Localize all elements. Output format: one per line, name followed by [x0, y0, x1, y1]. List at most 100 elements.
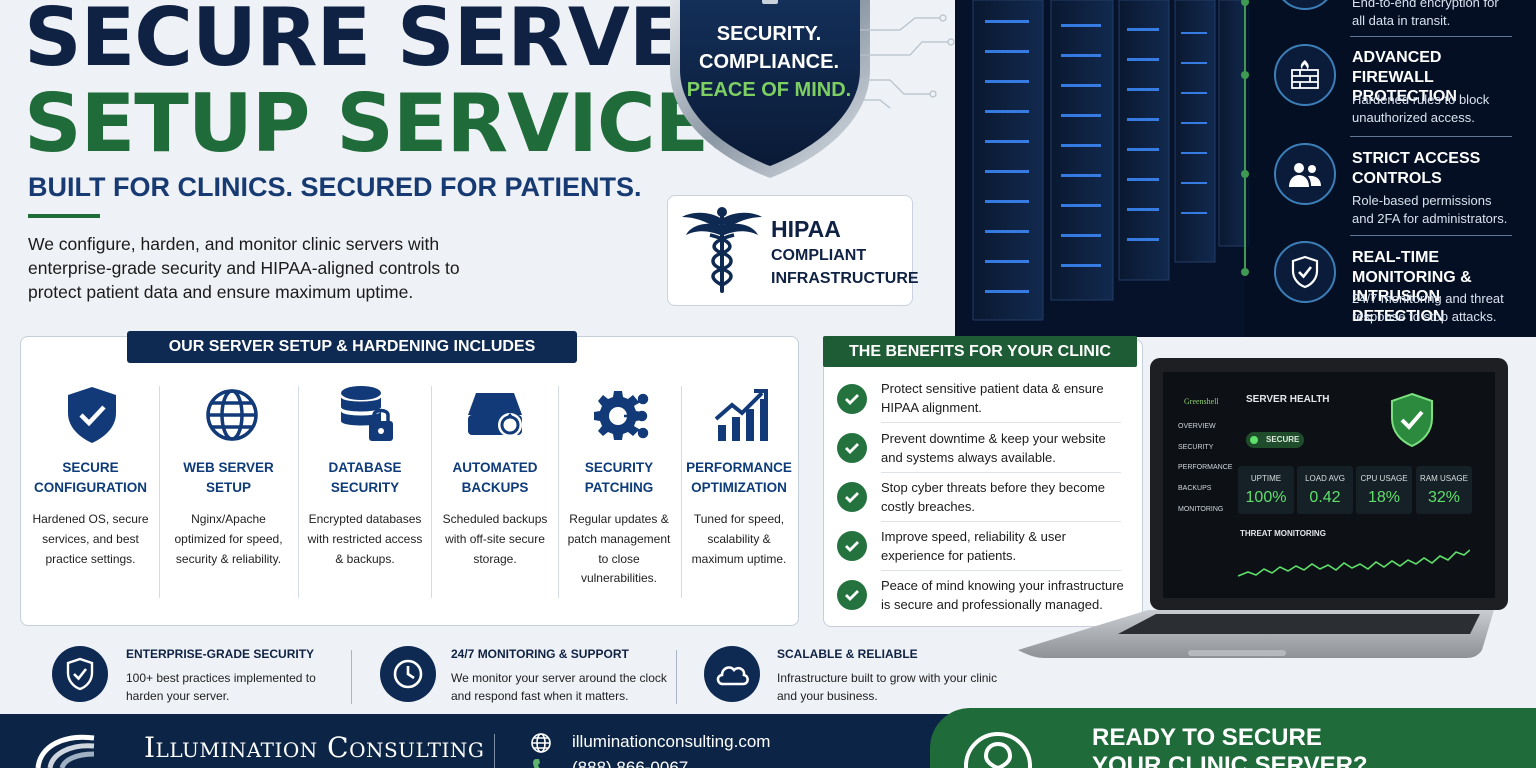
shield-check-icon: [68, 387, 116, 443]
dashboard-nav-overview[interactable]: OVERVIEW: [1178, 423, 1216, 430]
dashboard-nav-security[interactable]: SECURITY: [1178, 444, 1214, 451]
users-icon: [1274, 143, 1336, 205]
tagline-underline: [28, 214, 100, 218]
metric-value: 100%: [1245, 489, 1287, 506]
database-lock-icon: [341, 386, 393, 441]
metric-label: RAM USAGE: [1419, 474, 1468, 483]
title-line-2: SETUP SERVICES: [24, 77, 766, 170]
status-badge: [1246, 432, 1304, 448]
service-title-database: DATABASE SECURITY: [328, 460, 402, 496]
threat-chart-title: THREAT MONITORING: [1240, 529, 1326, 538]
check-icon: [837, 482, 867, 512]
backup-drive-icon: [468, 393, 522, 437]
highlight-title-monitoring: 24/7 MONITORING & SUPPORT: [451, 647, 629, 661]
metric-card-ram: [1416, 466, 1472, 514]
benefit-separator: [881, 570, 1121, 571]
company-name: Illumination Consulting: [144, 731, 485, 764]
phone-icon: [533, 759, 545, 768]
shield-line-1: SECURITY.: [716, 23, 822, 45]
tagline: BUILT FOR CLINICS. SECURED FOR PATIENTS.: [28, 172, 642, 202]
cta-line-2[interactable]: YOUR CLINIC SERVER?: [1092, 752, 1368, 768]
metric-value: 18%: [1367, 489, 1401, 506]
circuit-lines: [860, 14, 955, 109]
column-divider: [681, 386, 682, 598]
highlight-divider: [351, 650, 352, 704]
intro-paragraph: We configure, harden, and monitor clinic…: [28, 234, 460, 303]
benefits-banner: THE BENEFITS FOR YOUR CLINIC: [823, 336, 1137, 367]
benefit-separator: [881, 472, 1121, 473]
timeline-dot: [1241, 268, 1249, 276]
services-banner: OUR SERVER SETUP & HARDENING INCLUDES: [127, 331, 577, 363]
highlight-desc-monitoring: We monitor your server around the clock …: [451, 671, 667, 703]
globe-icon: [206, 389, 258, 441]
status-dot: [1250, 436, 1258, 444]
feature-desc-firewall: Hardened rules to block unauthorized acc…: [1352, 92, 1490, 125]
highlight-title-security: ENTERPRISE-GRADE SECURITY: [126, 647, 315, 661]
service-title-patching: SECURITY PATCHING: [584, 460, 654, 496]
column-divider: [558, 386, 559, 598]
timeline-dot: [1241, 170, 1249, 178]
feature-title-access: STRICT ACCESS CONTROLS: [1352, 150, 1481, 187]
dashboard-nav-monitoring[interactable]: MONITORING: [1178, 506, 1224, 513]
dashboard-nav-performance[interactable]: PERFORMANCE: [1178, 464, 1233, 471]
column-divider: [298, 386, 299, 598]
feature-desc-encryption: End-to-end encryption for all data in tr…: [1352, 0, 1499, 28]
service-desc-secure-config: Hardened OS, secure services, and best p…: [32, 512, 149, 566]
metric-card-cpu: [1356, 466, 1412, 514]
service-title-backups: AUTOMATED BACKUPS: [452, 460, 538, 496]
title-line-1: SECURE SERVER: [24, 0, 744, 84]
service-desc-backups: Scheduled backups with off-site secure s…: [442, 512, 548, 566]
metric-card-uptime: [1238, 466, 1294, 514]
check-icon: [837, 433, 867, 463]
benefit-separator: [881, 422, 1121, 423]
highlight-desc-scalable: Infrastructure built to grow with your c…: [777, 671, 998, 703]
status-label: SECURE: [1266, 435, 1300, 444]
features-timeline: [1244, 0, 1246, 275]
laptop-base: [1018, 610, 1494, 658]
hipaa-subtitle-1: COMPLIANT: [771, 247, 867, 264]
metric-value: 32%: [1427, 489, 1461, 506]
metric-label: UPTIME: [1250, 474, 1282, 483]
check-icon: [837, 580, 867, 610]
service-desc-performance: Tuned for speed, scalability & maximum u…: [691, 512, 787, 566]
feature-separator: [1350, 235, 1512, 236]
shield-line-2: COMPLIANCE.: [699, 51, 839, 73]
highlight-title-scalable: SCALABLE & RELIABLE: [777, 647, 918, 661]
hipaa-title: HIPAA: [771, 216, 841, 242]
service-title-performance: PERFORMANCE OPTIMIZATION: [686, 460, 792, 496]
clock-icon: [380, 646, 436, 702]
services-box: [20, 336, 799, 626]
highlight-divider: [676, 650, 677, 704]
dashboard-nav-backups[interactable]: BACKUPS: [1178, 485, 1212, 492]
footer-divider: [494, 734, 495, 768]
feature-separator: [1350, 136, 1512, 137]
feature-title-firewall: ADVANCED FIREWALL PROTECTION: [1352, 49, 1457, 106]
phone-number[interactable]: (888) 866-0067: [572, 758, 689, 768]
timeline-dot: [1241, 0, 1249, 6]
shield-check-icon: [1391, 392, 1433, 448]
caduceus-icon: [682, 207, 762, 293]
service-desc-database: Encrypted databases with restricted acce…: [307, 512, 423, 566]
threat-line-chart: [1238, 549, 1470, 577]
service-title-secure-config: SECURE CONFIGURATION: [34, 460, 147, 496]
benefit-separator: [881, 521, 1121, 522]
metric-label: LOAD AVG: [1305, 474, 1345, 483]
location-pin-icon: [964, 732, 1032, 768]
cloud-icon: [704, 646, 760, 702]
feature-title-monitoring: REAL-TIME MONITORING & INTRUSION DETECTI…: [1352, 249, 1472, 326]
service-desc-web-server: Nginx/Apache optimized for speed, securi…: [174, 512, 283, 566]
shield-check-icon: [1274, 241, 1336, 303]
shield-line-3: PEACE OF MIND.: [686, 79, 852, 101]
cta-line-1[interactable]: READY TO SECURE: [1092, 724, 1322, 751]
website-link[interactable]: illuminationconsulting.com: [572, 732, 771, 751]
feature-separator: [1350, 36, 1512, 37]
shield-check-icon: [52, 646, 108, 702]
security-shield-icon: [670, 0, 870, 178]
benefit-item: Stop cyber threats before they become co…: [881, 480, 1106, 514]
hipaa-subtitle-2: INFRASTRUCTURE: [771, 270, 919, 287]
column-divider: [159, 386, 160, 598]
metric-label: CPU USAGE: [1360, 474, 1408, 483]
firewall-icon: [1274, 44, 1336, 106]
dashboard-brand: Greenshell: [1184, 397, 1219, 406]
globe-icon: [531, 733, 551, 753]
